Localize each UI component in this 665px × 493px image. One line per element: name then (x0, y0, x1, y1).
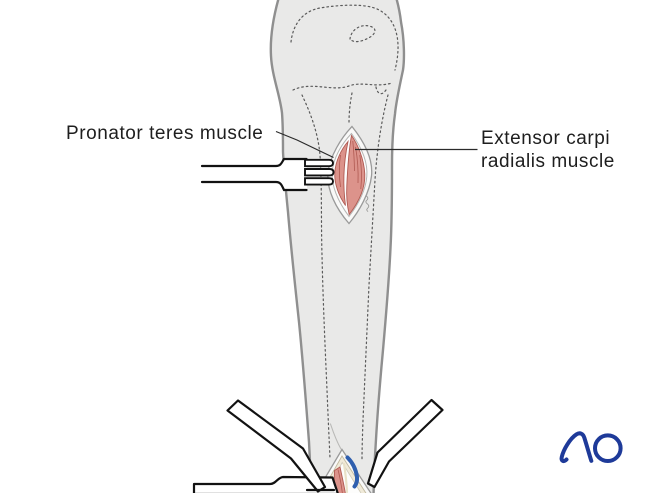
retractor-tine (304, 177, 334, 186)
muscle-striation (338, 154, 341, 188)
left-retractor (226, 399, 327, 493)
logo-letter-o (593, 433, 623, 464)
skin-crease (329, 423, 342, 450)
distal-muscle (333, 466, 346, 493)
radius-dotted-line (301, 94, 331, 459)
retracted-vein (345, 455, 360, 489)
muscle-striation (359, 154, 362, 190)
forearm-skin-outline (269, 0, 406, 493)
forearm-body (269, 0, 406, 493)
leader-lines (275, 130, 478, 159)
tendon-strand (342, 462, 349, 493)
condyle-notch-dotted (375, 86, 387, 95)
right-retractor (366, 398, 444, 489)
pronator-teres-label: Pronator teres muscle (66, 123, 264, 144)
bone-dotted-contours (290, 4, 399, 461)
proximal-incision (327, 125, 373, 225)
condyle-dotted-line (292, 82, 393, 91)
retractor-tine (304, 168, 335, 177)
fork-retractor-handle-top-edge (200, 157, 308, 168)
instrument-handle (192, 475, 339, 493)
ulna-dotted-line (361, 94, 389, 461)
pronator-teres-muscle (334, 139, 349, 206)
incision-axis-dotted-stub (348, 92, 353, 124)
fork-retractor (200, 157, 335, 192)
pronator-leader-line (275, 130, 334, 159)
extensor-carpi-radialis-label: Extensor carpi radialis muscle (481, 128, 615, 172)
fork-retractor-handle-bottom-edge (200, 180, 308, 192)
distal-muscle-edge (337, 469, 343, 493)
elbow-dotted-loop (290, 4, 399, 71)
fork-retractor-handle (202, 159, 307, 190)
distal-incision (192, 398, 444, 493)
ao-foundation-logo (559, 431, 623, 464)
logo-letter-a (559, 431, 594, 464)
olecranon-leaf-dotted (349, 25, 376, 43)
extensor-carpi-radialis-muscle (346, 134, 366, 216)
retractor-tine (304, 158, 334, 168)
muscle-striation (352, 140, 355, 172)
wound-rim-texture (365, 195, 370, 212)
